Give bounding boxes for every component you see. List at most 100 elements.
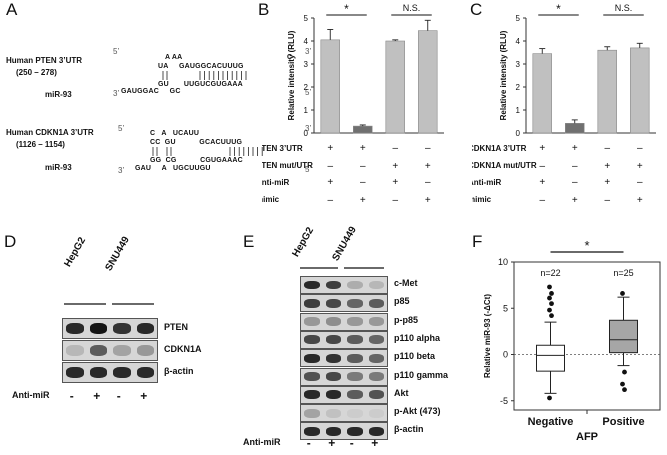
bar [565,123,585,134]
bar [532,53,552,134]
condition-label: CDKN1A mut/UTR [472,161,537,170]
bar [597,49,617,134]
cdkn-five-prime-bot: 5’ [305,165,312,174]
panel-d-label: D [4,232,17,251]
blot-band [347,408,363,418]
y-tick-label: 2 [304,83,309,92]
condition-mark: + [572,143,578,154]
blot-strip [300,349,388,368]
treatment-mark: + [140,389,148,403]
blot-band [325,298,341,308]
condition-mark: – [637,177,643,188]
blot-band [113,345,131,356]
condition-mark: + [360,143,366,154]
outlier-point [547,284,552,290]
panel-e-label: E [243,232,255,251]
blot-band [325,426,341,436]
condition-mark: – [327,195,333,206]
ns-label: N.S. [615,3,633,13]
pten-seq-mir-mid: GU UUGUCGUGAAA [158,81,243,88]
blot-band [113,323,131,334]
cdkn-three-prime-bot: 3’ [118,166,125,175]
blot-band [347,390,363,400]
y-tick-label: 4 [516,37,521,46]
y-tick-label: 0 [304,129,309,138]
sig-star: * [584,240,589,253]
outlier-point [547,307,552,313]
y-tick-label: 0 [503,350,508,360]
pten-five-prime-bot: 5’ [305,88,312,97]
condition-mark: – [572,177,578,188]
condition-mark: + [604,161,610,172]
blot-protein-label: p110 gamma [394,369,449,380]
blot-strip [62,318,158,339]
condition-label: CDKN1A 3’UTR [472,144,527,153]
e-treat-label: Anti-miR [243,437,281,447]
blot-protein-label: Akt [394,387,409,398]
y-tick-label: 2 [516,83,521,92]
sig-star: * [556,2,561,16]
blot-band [325,390,341,400]
blot-band [89,367,107,378]
blot-band [113,367,131,378]
pten-five-prime-top: 5’ [113,47,120,56]
blot-band [368,280,384,290]
blot-band [304,426,320,436]
condition-mark: – [360,177,366,188]
blot-band [325,353,341,363]
panel-f-label: F [472,232,483,251]
blot-strip [300,294,388,313]
blot-band [304,390,320,400]
condition-mark: + [392,161,398,172]
condition-mark: – [327,161,333,172]
blot-protein-label: p110 beta [394,351,436,362]
box [609,319,638,354]
y-axis-title: Relative intensity (RLU) [287,30,296,120]
blot-band [347,335,363,345]
outlier-point [622,387,627,393]
treatment-mark: + [371,436,379,450]
blot-band [347,298,363,308]
condition-mark: – [539,195,545,206]
blot-band [304,353,320,363]
cdkn-seq-mir-bot: GAU A UGCUUGU [135,165,211,172]
cdkn-base-pair-lines [152,147,263,156]
blot-protein-label: p-p85 [394,314,419,325]
y-tick-label: 1 [516,106,521,115]
y-axis-title: Relative intensity (RLU) [499,30,508,120]
cdkn-seq-bulge-top: C A UCAUU [150,130,200,137]
x-category-label: Positive [602,416,644,428]
sig-star: * [344,2,349,16]
condition-mark: – [425,143,431,154]
treatment-mark: + [93,389,101,403]
bar [353,125,373,134]
blot-band [136,345,154,356]
condition-label: Anti-miR [472,178,502,187]
condition-mark: + [327,143,333,154]
cdkn-seq-target: CC GU GCACUUUG [150,139,243,146]
blot-strip [300,385,388,404]
blot-band [347,280,363,290]
condition-label: mimic [262,195,280,204]
blot-strip [62,362,158,383]
plot-frame [513,261,661,411]
blot-band [304,372,320,381]
y-tick-label: 5 [516,14,521,23]
pten-three-prime-top: 3’ [305,47,312,56]
blot-band [325,372,341,381]
d-lane-snu449: SNU449 [103,234,132,273]
d-lane-hepg2: HepG2 [62,235,89,269]
y-tick-label: 3 [304,60,309,69]
box [536,344,565,372]
y-tick-label: 10 [498,257,508,267]
condition-mark: – [604,143,610,154]
pten-three-prime-bot: 3’ [113,89,120,98]
blot-band [347,353,363,363]
condition-mark: – [360,161,366,172]
blot-strip [62,340,158,361]
blot-band [368,372,384,381]
blot-band [136,323,154,334]
blot-band [136,367,154,378]
y-tick-label: 5 [304,14,309,23]
blot-protein-label: CDKN1A [164,343,202,354]
